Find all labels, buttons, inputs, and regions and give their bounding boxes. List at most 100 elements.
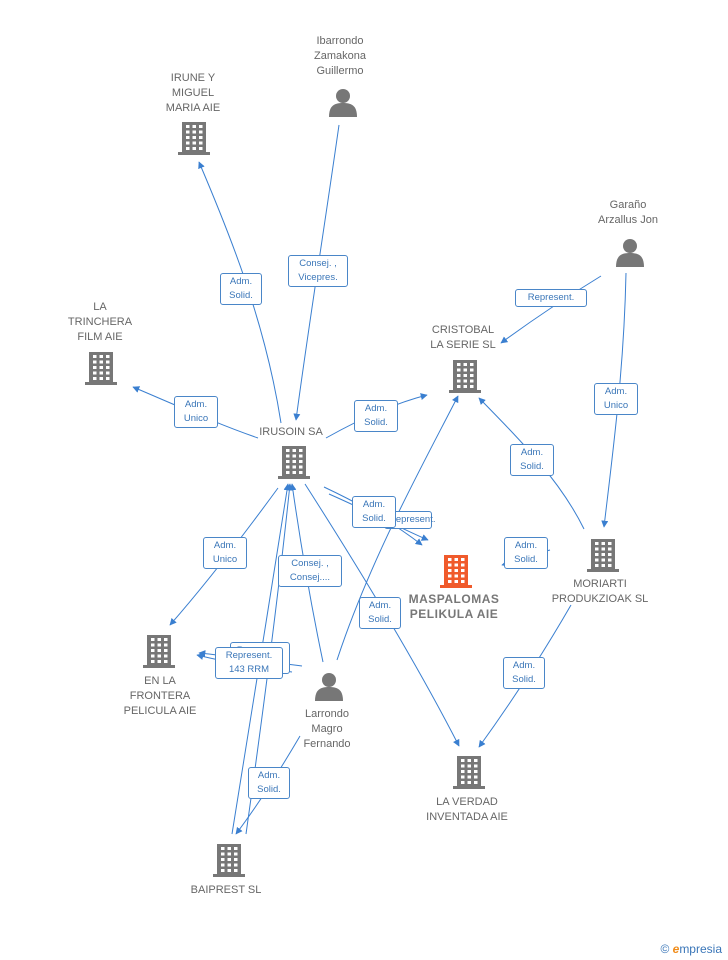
node-label-line: IRUNE Y <box>170 72 216 84</box>
building-icon[interactable] <box>449 360 481 393</box>
edge-line <box>500 275 602 344</box>
building-icon[interactable] <box>453 756 485 789</box>
edge-label-line: Solid. <box>512 674 536 685</box>
edge-label-line: Unico <box>212 554 238 565</box>
node-label-line: MORIARTI <box>573 578 627 590</box>
edge-label-line: Adm. <box>362 499 386 510</box>
node-label-line: LA <box>93 301 107 313</box>
edge-label-line: Adm. <box>520 447 544 458</box>
edge-label-moriarti-verdad[interactable]: Adm.Solid. <box>503 657 545 689</box>
edge-label-larrondo-irusoin[interactable]: Consej. , Consej.... <box>278 555 342 587</box>
edge-label-line: Solid. <box>364 417 388 428</box>
edge-label-garano-cristobal[interactable]: Represent. <box>515 289 587 307</box>
edge-label-larrondo-frontera-b[interactable]: Represent. 143 RRM <box>215 647 283 679</box>
node-label-line: MARIA AIE <box>165 102 221 114</box>
edge-label-moriarti-cristobal[interactable]: Adm. Solid. <box>510 444 554 476</box>
node-label-line: Ibarrondo <box>316 35 364 47</box>
edge-label-line: Solid. <box>520 461 544 472</box>
building-icon[interactable] <box>178 122 210 155</box>
edge-label-line: Adm. <box>213 540 237 551</box>
building-icon[interactable] <box>440 555 472 588</box>
edge-label-line: Adm. <box>368 600 392 611</box>
building-icon[interactable] <box>278 446 310 479</box>
node-label-baiprest[interactable]: BAIPREST SL <box>191 883 262 898</box>
edge-label-line: Represent. <box>389 514 436 525</box>
node-label-line: INVENTADA AIE <box>426 811 508 823</box>
edge-label-moriarti-maspalomas[interactable]: Adm. Solid. <box>504 537 548 569</box>
edge-label-line: Adm. <box>257 770 281 781</box>
edge-label-line: Consej. , <box>299 258 337 269</box>
person-icon[interactable] <box>329 89 357 117</box>
node-label-line: EN LA <box>144 675 176 687</box>
edge-label-line: Adm. <box>604 386 628 397</box>
node-label-line: Zamakona <box>314 50 366 62</box>
brand-initial: e <box>672 942 680 956</box>
node-label-line: Guillermo <box>316 65 364 77</box>
node-label-line: FILM AIE <box>77 331 123 343</box>
edge-label-line: Solid. <box>514 554 538 565</box>
edge-label-irusoin-cristobal[interactable]: Adm. Solid. <box>354 400 398 432</box>
node-label-cristobal[interactable]: CRISTOBAL LA SERIE SL <box>430 323 495 353</box>
node-label-line: PRODUKZIOAK SL <box>551 593 649 605</box>
nodes-layer <box>85 89 644 877</box>
empresia-brand[interactable]: © empresia <box>660 942 722 956</box>
node-label-line: FRONTERA <box>129 690 191 702</box>
edge-label-line: Adm. <box>184 399 208 410</box>
edge-label-line: Adm. <box>514 540 538 551</box>
edge-label-irusoin-verdad[interactable]: Adm.Solid. <box>359 597 401 629</box>
brand-name: mpresia <box>679 942 722 956</box>
edge-label-garano-moriarti[interactable]: Adm. Unico <box>594 383 638 415</box>
edge-label-irusoin-maspalomas[interactable]: Adm. Solid. <box>352 496 396 528</box>
building-icon[interactable] <box>213 844 245 877</box>
edge-label-larrondo-baiprest[interactable]: Adm. Solid. <box>248 767 290 799</box>
edge-label-line: 143 RRM <box>228 664 270 675</box>
edge-label-line: Solid. <box>362 513 386 524</box>
copyright-icon: © <box>660 942 670 956</box>
node-label-line: Garaño <box>609 199 647 211</box>
edge-label-line: Unico <box>183 413 209 424</box>
edge-label-irusoin-trinchera[interactable]: Adm. Unico <box>174 396 218 428</box>
node-label-frontera[interactable]: EN LA FRONTERA PELICULA AIE <box>124 674 197 719</box>
node-label-line: BAIPREST SL <box>190 884 262 896</box>
node-label-line: CRISTOBAL <box>431 324 495 336</box>
node-label-moriarti[interactable]: MORIARTI PRODUKZIOAK SL <box>552 577 649 607</box>
node-label-line: PELICULA AIE <box>123 705 197 717</box>
person-icon[interactable] <box>315 673 343 701</box>
edge-label-line: Solid. <box>257 784 281 795</box>
node-label-line: Magro <box>311 723 343 735</box>
edge-label-ibarrondo-irusoin[interactable]: Consej. , Vicepres. <box>288 255 348 287</box>
edge-label-irusoin-irune[interactable]: Adm. Solid. <box>220 273 262 305</box>
edge-label-line: Unico <box>603 400 629 411</box>
node-label-line: PELIKULA AIE <box>409 607 499 621</box>
node-label-verdad[interactable]: LA VERDAD INVENTADA AIE <box>426 795 508 825</box>
edge-label-line: Consej.... <box>289 572 331 583</box>
edge-label-line: Represent. <box>527 292 575 303</box>
node-label-line: MIGUEL <box>171 87 215 99</box>
building-icon[interactable] <box>143 635 175 668</box>
node-label-line: LA SERIE SL <box>430 339 496 351</box>
edge-label-line: Solid. <box>229 290 253 301</box>
node-label-irune[interactable]: IRUNE Y MIGUEL MARIA AIE <box>166 71 220 116</box>
edge-label-line: Vicepres. <box>298 272 338 283</box>
edge-label-line: Represent. <box>225 650 273 661</box>
building-icon[interactable] <box>85 352 117 385</box>
node-label-line: LA VERDAD <box>436 796 498 808</box>
node-label-line: Fernando <box>303 738 351 750</box>
person-icon[interactable] <box>616 239 644 267</box>
edge-label-line: Adm. <box>364 403 388 414</box>
node-label-line: MASPALOMAS <box>408 592 500 606</box>
edge-label-irusoin-frontera[interactable]: Adm. Unico <box>203 537 247 569</box>
edges-layer <box>132 124 627 835</box>
node-label-line: Larrondo <box>304 708 350 720</box>
node-label-line: Arzallus Jon <box>598 214 658 226</box>
edge-label-line: Consej. , <box>291 558 329 569</box>
building-icon[interactable] <box>587 539 619 572</box>
node-label-irusoin[interactable]: IRUSOIN SA <box>259 425 323 440</box>
edge-label-line: Adm. <box>229 276 253 287</box>
